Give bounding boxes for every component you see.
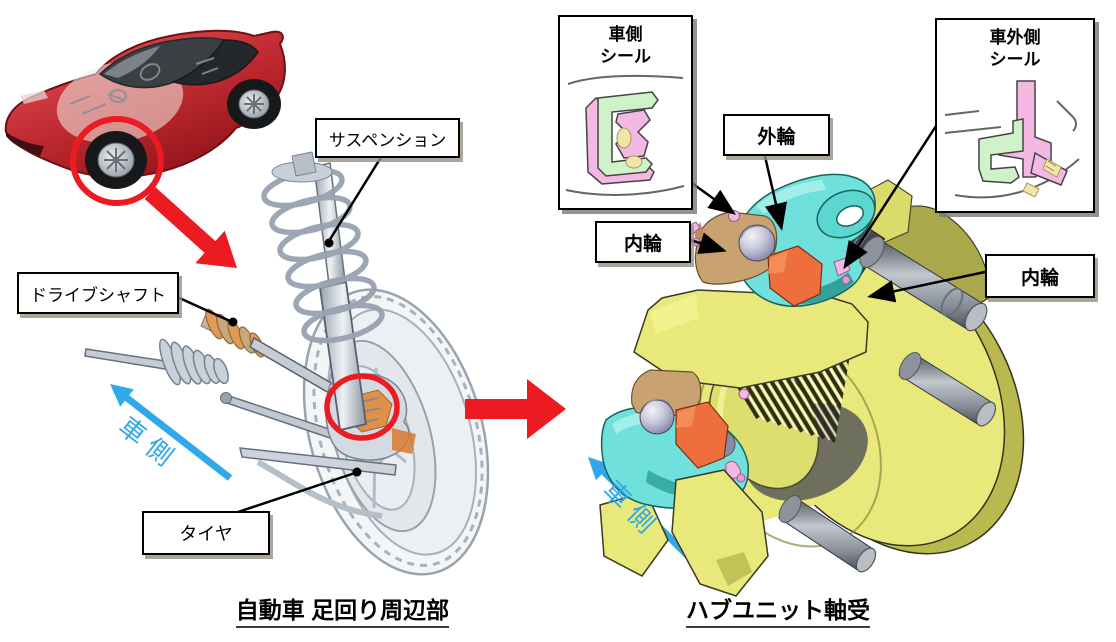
inner-seal-box-title: 車側 シール xyxy=(600,17,651,68)
inner-ring-right-text: 内輪 xyxy=(1020,267,1059,289)
outer-seal-box-title: 車外側 シール xyxy=(990,20,1041,71)
drive-shaft-label-text: ドライブシャフト xyxy=(30,285,166,305)
inner-ring-label-left: 内輪 xyxy=(595,221,691,263)
bearing-ball-top xyxy=(738,224,776,262)
callout-line-tire xyxy=(237,471,356,514)
outer-ring-label: 外輪 xyxy=(723,114,830,156)
callout-line-suspension xyxy=(327,153,385,242)
car-illustration xyxy=(4,29,286,268)
figure-caption-right-text: ハブユニット軸受 xyxy=(686,597,870,628)
outer-seal-title-line2: シール xyxy=(989,50,1041,70)
strut-and-spring xyxy=(261,151,385,432)
blue-vehicle-side-arrow-left xyxy=(110,384,233,481)
figure-caption-left-text: 自動車 足回り周辺部 xyxy=(235,597,450,628)
bearing-ball-bottom xyxy=(639,399,675,435)
tire-label-text: タイヤ xyxy=(179,524,233,544)
bottom-bearing-cluster xyxy=(600,369,750,536)
callout-arrow-outer-seal xyxy=(843,125,938,270)
callout-arrow-outer-ring xyxy=(762,151,787,231)
inner-ring-left-text: 内輪 xyxy=(623,233,662,255)
inner-seal-title-line1: 車側 xyxy=(608,25,643,44)
outer-ring-label-text: 外輪 xyxy=(757,126,796,148)
wheel-studs xyxy=(778,236,997,573)
callout-arrow-inner-ring-left xyxy=(686,232,727,254)
outer-seal-title-line1: 車外側 xyxy=(989,28,1041,47)
red-arrow-car-to-suspension xyxy=(144,187,237,268)
callout-line-drive-shaft xyxy=(174,294,231,323)
figure-caption-right: ハブユニット軸受 xyxy=(618,591,938,628)
engine-detail-lines xyxy=(69,57,219,115)
figure-caption-left: 自動車 足回り周辺部 xyxy=(170,591,515,628)
drive-shaft-label: ドライブシャフト xyxy=(17,272,179,314)
inner-seal-cross-section xyxy=(565,75,685,197)
zoom-circle-annotation-car xyxy=(70,116,164,206)
tire-label: タイヤ xyxy=(142,511,270,555)
callout-arrow-inner-seal xyxy=(688,179,737,215)
cage-orange-top xyxy=(767,245,823,307)
zoom-circle-annotation-hub xyxy=(324,373,400,441)
suspension-label-text: サスペンション xyxy=(328,130,447,150)
outer-seal-box: 車外側 シール xyxy=(935,18,1095,213)
inner-seal-title-line2: シール xyxy=(600,47,651,67)
suspension-label: サスペンション xyxy=(315,118,460,158)
inner-ring-label-right: 内輪 xyxy=(985,254,1095,298)
inner-seal-box: 車側 シール xyxy=(558,15,693,210)
outer-seal-cross-section xyxy=(944,80,1080,199)
callout-lines xyxy=(174,125,986,514)
red-arrow-center xyxy=(465,379,566,439)
callout-arrow-inner-ring-right xyxy=(867,270,986,303)
